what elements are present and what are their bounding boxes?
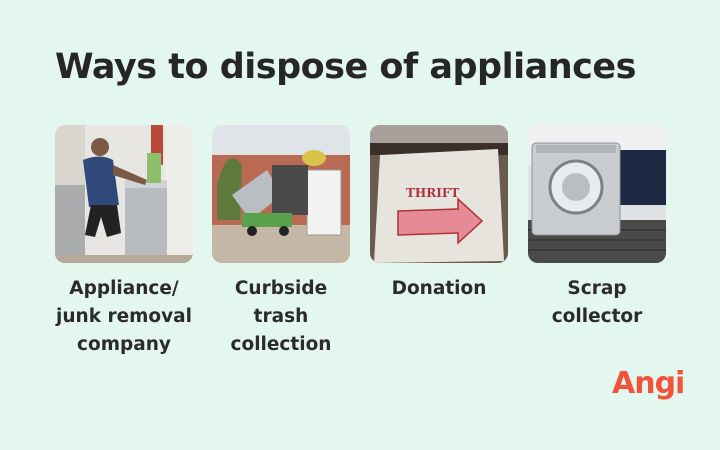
card-donation: THRIFT Donation [370, 125, 508, 303]
card-curbside-trash: Curbside trash collection [212, 125, 350, 359]
card-appliance-removal: Appliance/ junk removal company [55, 125, 193, 359]
card-label: Appliance/ junk removal company [56, 278, 192, 355]
sign-text: THRIFT [406, 186, 459, 200]
card-label: Donation [391, 278, 487, 299]
card-scrap-collector: Scrap collector [528, 125, 666, 331]
page-title: Ways to dispose of appliances [55, 47, 636, 87]
card-label: Scrap collector [551, 278, 643, 327]
angi-logo: Angi [612, 366, 685, 401]
appliance-removal-photo [55, 125, 193, 263]
thrift-sign-photo: THRIFT [370, 125, 508, 263]
curbside-trash-photo [212, 125, 350, 263]
card-label: Curbside trash collection [230, 278, 332, 355]
scrap-washer-photo [528, 125, 666, 263]
